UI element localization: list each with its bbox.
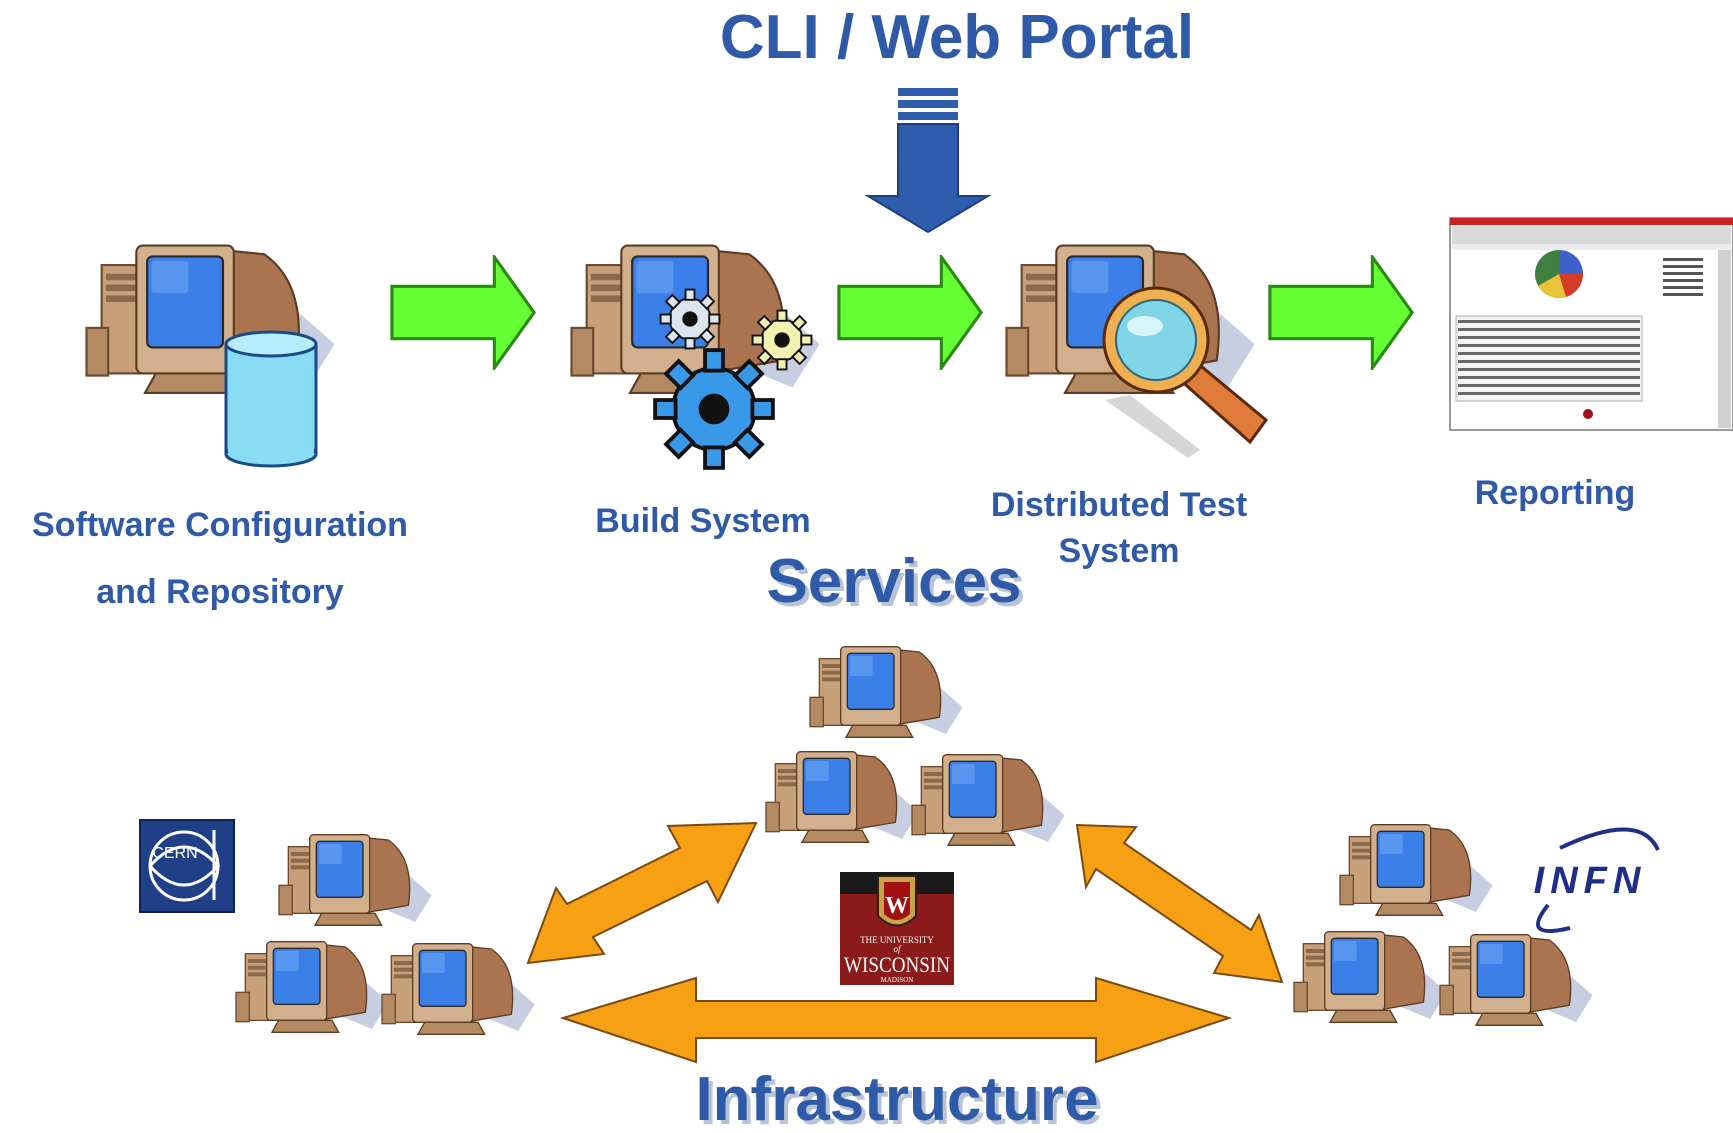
computer-icon [765,750,920,844]
network-arrow-left-center [526,821,758,965]
stage-label-test-line2: System [1059,532,1180,570]
wisconsin-logo: W THE UNIVERSITY of WISCONSIN MADISON [840,872,954,985]
stage-label-test-line1: Distributed Test [991,486,1247,524]
stage-label-repository-line1: Software Configuration [32,506,408,544]
wisconsin-logo-line1: THE UNIVERSITY [860,935,934,945]
infrastructure-title: Infrastructure [695,1065,1098,1133]
computer-icon [1293,930,1448,1024]
stage-label-reporting: Reporting [1475,474,1636,512]
wisconsin-logo-line2: of [893,944,902,954]
left-cluster [235,833,536,1036]
computer-icon [381,942,536,1036]
stage-label-repository-line2: and Repository [96,573,344,611]
center-cluster [765,645,1066,847]
report-screenshot-icon [1449,217,1733,431]
services-title-shadow: Services [770,551,1025,620]
computer-icon [809,645,964,739]
computer-icon [1439,933,1594,1027]
wisconsin-logo-line3: WISCONSIN [844,952,950,977]
network-arrow-left-right [559,976,1233,1064]
infrastructure-title-shadow: Infrastructure [699,1069,1102,1133]
computer-icon [911,753,1066,847]
magnifier-icon [1102,286,1269,458]
cern-logo: CERN [139,819,235,913]
stage-label-build: Build System [595,502,810,540]
network-arrow-center-right [1075,823,1284,984]
services-title: Services [766,547,1021,616]
process-arrow-3 [1268,255,1414,370]
database-icon [224,330,318,468]
infn-logo: INFN [1534,827,1660,934]
right-cluster [1293,823,1594,1027]
portal-arrow-icon [864,88,992,234]
process-arrow-1 [390,255,536,370]
svg-text:W: W [885,893,909,919]
infn-logo-text: INFN [1534,860,1647,902]
wisconsin-logo-line4: MADISON [881,976,914,984]
computer-icon [235,940,390,1034]
process-arrow-2 [837,255,983,370]
cern-logo-text: CERN [152,845,197,862]
computer-icon [1339,823,1494,917]
computer-icon [278,833,433,927]
top-title: CLI / Web Portal [720,3,1194,72]
